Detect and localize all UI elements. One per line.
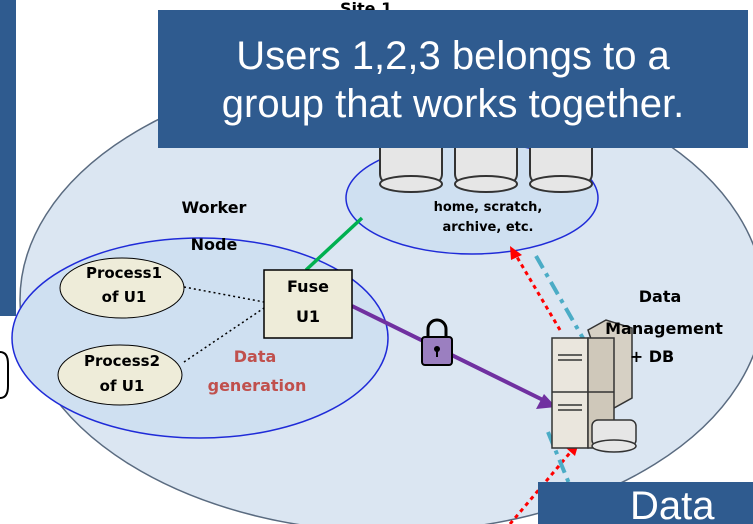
fuse-label-line1: Fuse — [287, 277, 329, 296]
data-management-label-line1: Data — [639, 287, 682, 306]
process2-label-line2: of U1 — [100, 377, 145, 395]
process2-label-line1: Process2 — [84, 352, 160, 370]
bottom-callout-box: Data — [538, 482, 753, 524]
process1-label-line2: of U1 — [102, 288, 147, 306]
fuse-node — [263, 269, 353, 339]
storage-disk-icon — [379, 137, 593, 193]
storage-label-line1: home, scratch, — [434, 200, 543, 215]
worker-node-label-line2: Node — [191, 235, 238, 254]
lock-icon — [421, 318, 453, 366]
top-callout-line2: group that works together. — [221, 82, 685, 126]
server-icon — [551, 319, 637, 453]
storage-label-line2: archive, etc. — [442, 220, 533, 235]
fuse-label-line2: U1 — [296, 307, 320, 326]
data-generation-label-line2: generation — [208, 376, 307, 395]
link-fuse-storage — [304, 216, 364, 272]
top-callout-line1: Users 1,2,3 belongs to a — [236, 34, 670, 78]
worker-node-label-line1: Worker — [182, 198, 247, 217]
partial-icon — [0, 351, 9, 399]
bottom-callout-text: Data — [630, 484, 715, 524]
link-process1-fuse — [183, 286, 265, 303]
data-management-label-line3: + DB — [630, 347, 674, 366]
process1-node — [59, 257, 185, 319]
process2-node — [57, 344, 183, 406]
top-callout-box: Users 1,2,3 belongs to a group that work… — [158, 10, 748, 148]
process1-label-line1: Process1 — [86, 264, 162, 282]
link-data-management-storage-red — [512, 251, 562, 331]
link-process2-fuse — [183, 307, 265, 363]
data-generation-label-line1: Data — [234, 347, 277, 366]
link-storage-data-management-blue — [534, 255, 586, 341]
left-callout-box — [0, 0, 16, 316]
data-management-label-line2: Management — [605, 319, 723, 338]
arrowhead-data-management — [536, 394, 556, 409]
arrowhead-storage — [510, 246, 522, 260]
